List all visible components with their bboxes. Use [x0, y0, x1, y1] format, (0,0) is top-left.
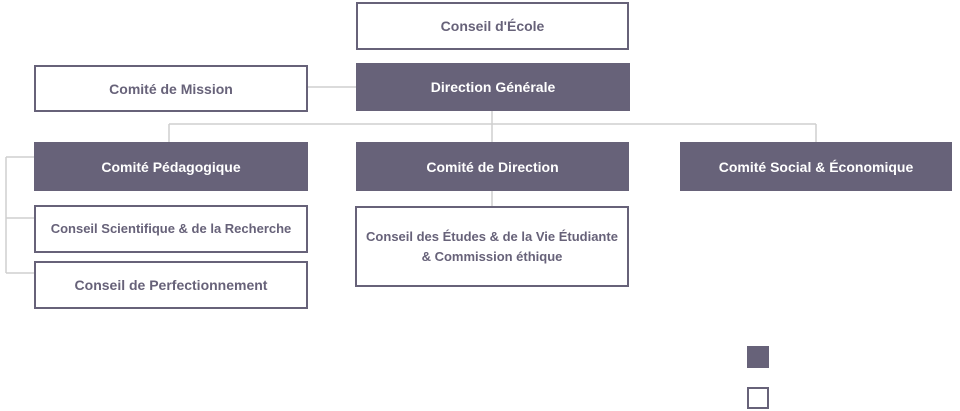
node-comite-pedagogique-label: Comité Pédagogique: [101, 158, 241, 175]
node-conseil-ecole-label: Conseil d'École: [440, 18, 545, 34]
node-conseil-etudes-line1: Conseil des Études & de la Vie Étudiante: [366, 228, 618, 244]
legend-outlined-swatch: [747, 387, 769, 409]
node-conseil-ecole: Conseil d'École: [356, 2, 629, 50]
node-comite-mission: Comité de Mission: [34, 65, 308, 112]
node-comite-pedagogique: Comité Pédagogique: [34, 142, 308, 191]
node-conseil-scientifique: Conseil Scientifique & de la Recherche: [34, 205, 308, 253]
node-comite-direction-label: Comité de Direction: [426, 158, 559, 175]
legend-filled-swatch: [747, 346, 769, 368]
node-direction-generale-label: Direction Générale: [430, 79, 556, 95]
node-conseil-etudes: Conseil des Études & de la Vie Étudiante…: [355, 206, 629, 287]
node-direction-generale: Direction Générale: [356, 63, 630, 111]
node-conseil-etudes-line2: & Commission éthique: [421, 248, 563, 264]
node-comite-social: Comité Social & Économique: [680, 142, 952, 191]
node-comite-direction: Comité de Direction: [356, 142, 629, 191]
node-comite-social-label: Comité Social & Économique: [718, 158, 914, 175]
node-conseil-scientifique-label: Conseil Scientifique & de la Recherche: [50, 221, 292, 236]
node-conseil-perfectionnement: Conseil de Perfectionnement: [34, 261, 308, 309]
node-conseil-perfectionnement-label: Conseil de Perfectionnement: [74, 277, 268, 293]
node-comite-mission-label: Comité de Mission: [109, 80, 233, 97]
